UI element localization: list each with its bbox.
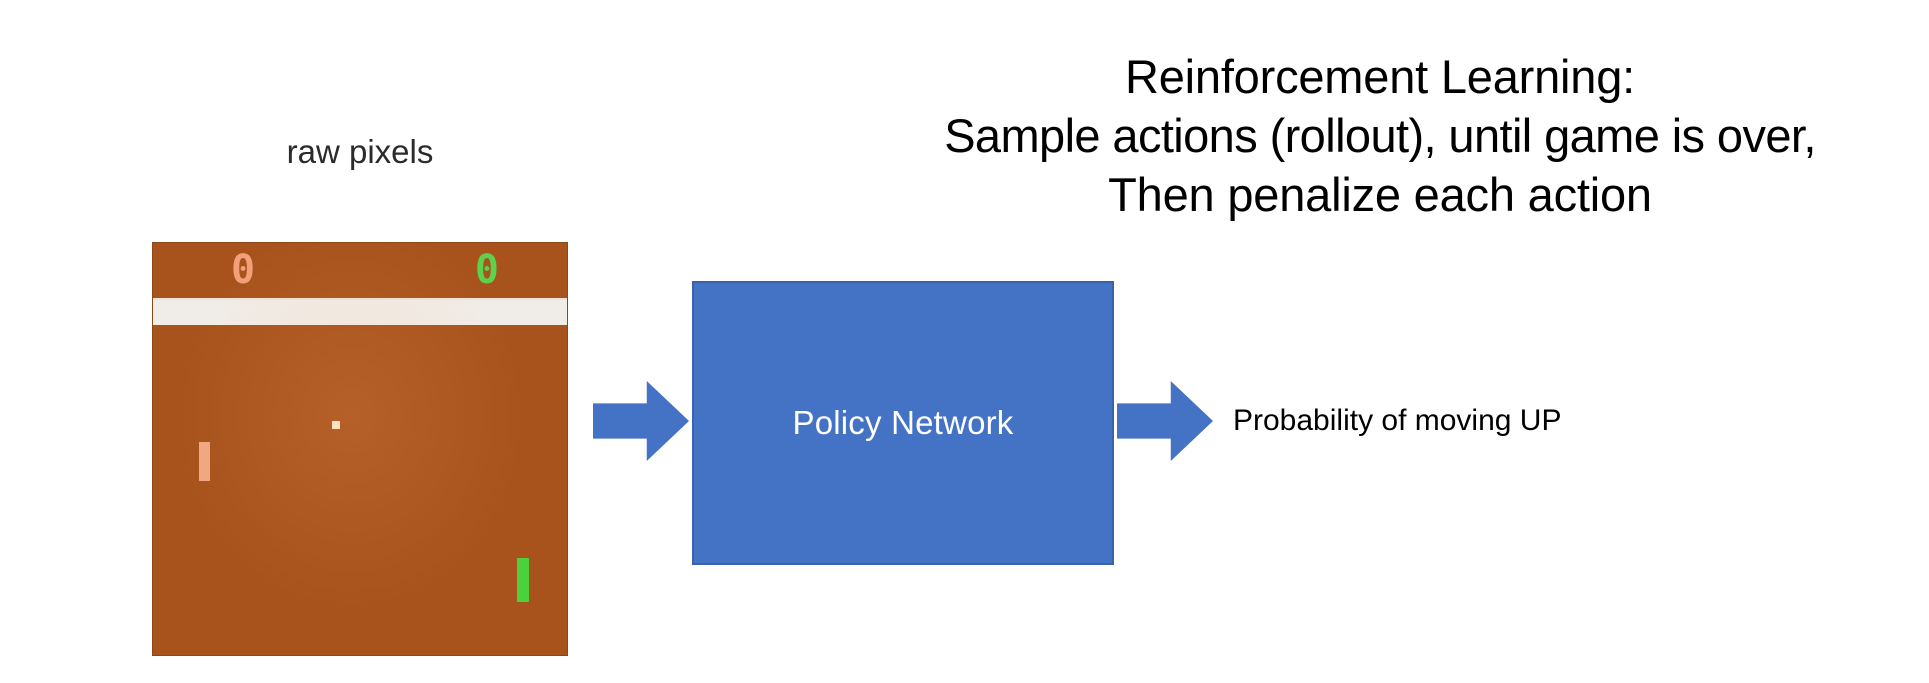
arrow-right-icon-input [593,381,689,461]
output-label: Probability of moving UP [1233,404,1562,437]
raw-pixels-caption: raw pixels [286,133,434,170]
paddle-left [199,442,210,481]
game-divider-bar [153,298,567,325]
headline-line-2: Sample actions (rollout), until game is … [944,108,1816,162]
paddle-right [517,558,529,602]
headline-line-1: Reinforcement Learning: [1124,50,1636,103]
headline-line-3: Then penalize each action [1108,167,1652,221]
score-right: 0 [474,247,499,293]
score-left: 0 [231,247,256,293]
pong-game-screen: 0 0 [153,243,567,655]
arrow-right-icon-output [1117,381,1213,461]
game-ball [332,421,340,429]
headline-text: Reinforcement Learning: Sample actions (… [850,48,1910,224]
policy-network-label: Policy Network [792,404,1014,441]
policy-network-box: Policy Network [692,281,1114,565]
